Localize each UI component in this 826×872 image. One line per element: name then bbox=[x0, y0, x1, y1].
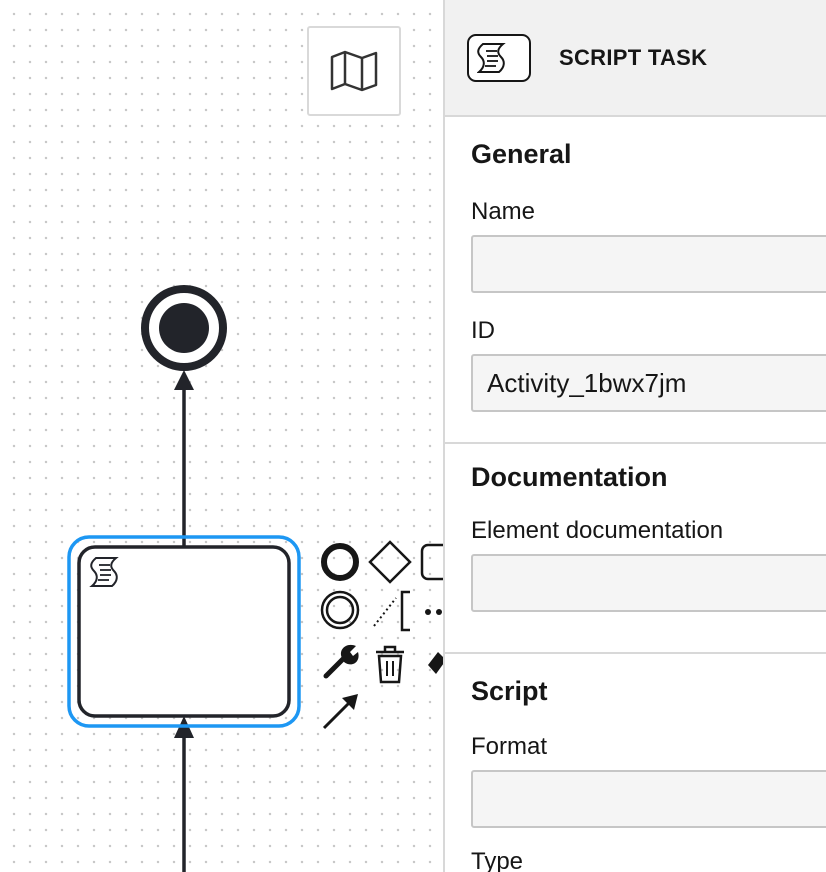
intermediate-event-icon[interactable] bbox=[320, 590, 360, 630]
id-field[interactable] bbox=[471, 354, 826, 412]
gateway-icon[interactable] bbox=[368, 540, 412, 584]
connect-arrow-icon[interactable] bbox=[322, 694, 358, 730]
change-type-wrench-icon[interactable] bbox=[323, 644, 359, 679]
more-icon[interactable] bbox=[425, 609, 442, 615]
diagram-svg bbox=[67, 285, 443, 872]
format-field[interactable] bbox=[471, 770, 826, 828]
context-pad bbox=[320, 540, 443, 730]
element-documentation-field[interactable] bbox=[471, 554, 826, 612]
type-label: Type bbox=[471, 848, 524, 872]
name-field[interactable] bbox=[471, 235, 826, 293]
sequence-flow-to-end[interactable] bbox=[174, 370, 194, 546]
minimap-toggle-button[interactable] bbox=[307, 26, 401, 116]
map-icon bbox=[330, 50, 378, 92]
diagram-canvas[interactable] bbox=[0, 0, 443, 872]
start-event-icon[interactable] bbox=[321, 543, 359, 581]
group-general-title[interactable]: General bbox=[471, 139, 572, 169]
group-general: General Name ID bbox=[445, 117, 826, 444]
name-label: Name bbox=[471, 198, 536, 225]
properties-panel: SCRIPT TASK General Name ID Documentatio… bbox=[443, 0, 826, 872]
script-icon bbox=[467, 33, 531, 82]
group-script: Script Format Type bbox=[445, 654, 826, 872]
script-task[interactable] bbox=[77, 545, 291, 718]
id-label: ID bbox=[471, 317, 495, 344]
delete-trash-icon[interactable] bbox=[376, 645, 404, 684]
sequence-flow-incoming[interactable] bbox=[174, 716, 194, 872]
color-icon[interactable] bbox=[428, 652, 443, 674]
group-documentation: Documentation Element documentation bbox=[445, 444, 826, 654]
text-annotation-icon[interactable] bbox=[373, 590, 410, 632]
script-icon bbox=[89, 557, 119, 587]
group-documentation-title[interactable]: Documentation bbox=[471, 462, 668, 492]
selection-outline bbox=[67, 535, 301, 728]
panel-title: SCRIPT TASK bbox=[559, 44, 708, 70]
element-documentation-label: Element documentation bbox=[471, 517, 724, 544]
task-icon[interactable] bbox=[420, 543, 443, 581]
panel-header: SCRIPT TASK bbox=[445, 0, 826, 117]
end-event-icon[interactable] bbox=[141, 285, 227, 371]
format-label: Format bbox=[471, 733, 548, 760]
group-script-title[interactable]: Script bbox=[471, 676, 548, 706]
